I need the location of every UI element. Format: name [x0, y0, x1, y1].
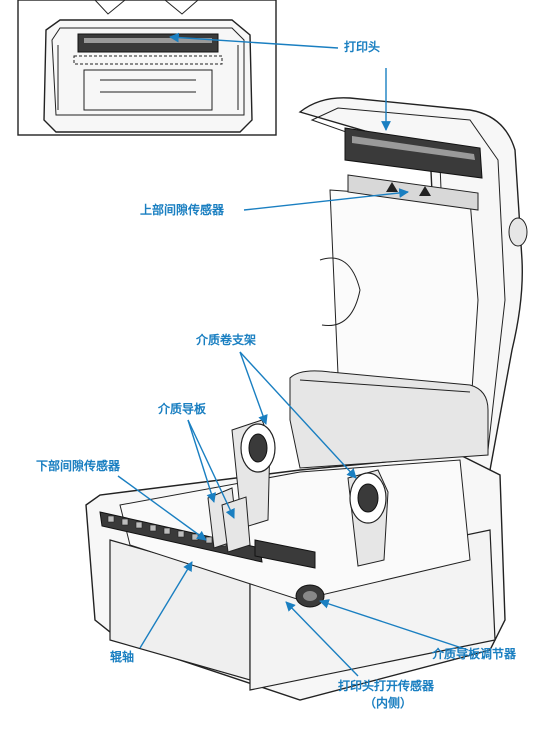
label-media-guide-adjuster: 介质导板调节器	[432, 647, 517, 661]
label-media-roll-holder: 介质卷支架	[196, 333, 257, 347]
label-head-open-sensor: 打印头打开传感器	[338, 679, 435, 693]
printer-body	[85, 97, 528, 701]
label-head-open-sensor-note: （内侧）	[364, 696, 413, 710]
callout-lines	[117, 32, 469, 677]
label-platen-roller: 辊轴	[110, 650, 135, 664]
label-upper-gap-sensor: 上部间隙传感器	[140, 203, 225, 217]
label-media-guide: 介质导板	[158, 402, 207, 416]
inset-detail	[17, 0, 277, 136]
label-lower-gap-sensor: 下部间隙传感器	[36, 459, 121, 473]
label-printhead: 打印头	[344, 40, 381, 54]
